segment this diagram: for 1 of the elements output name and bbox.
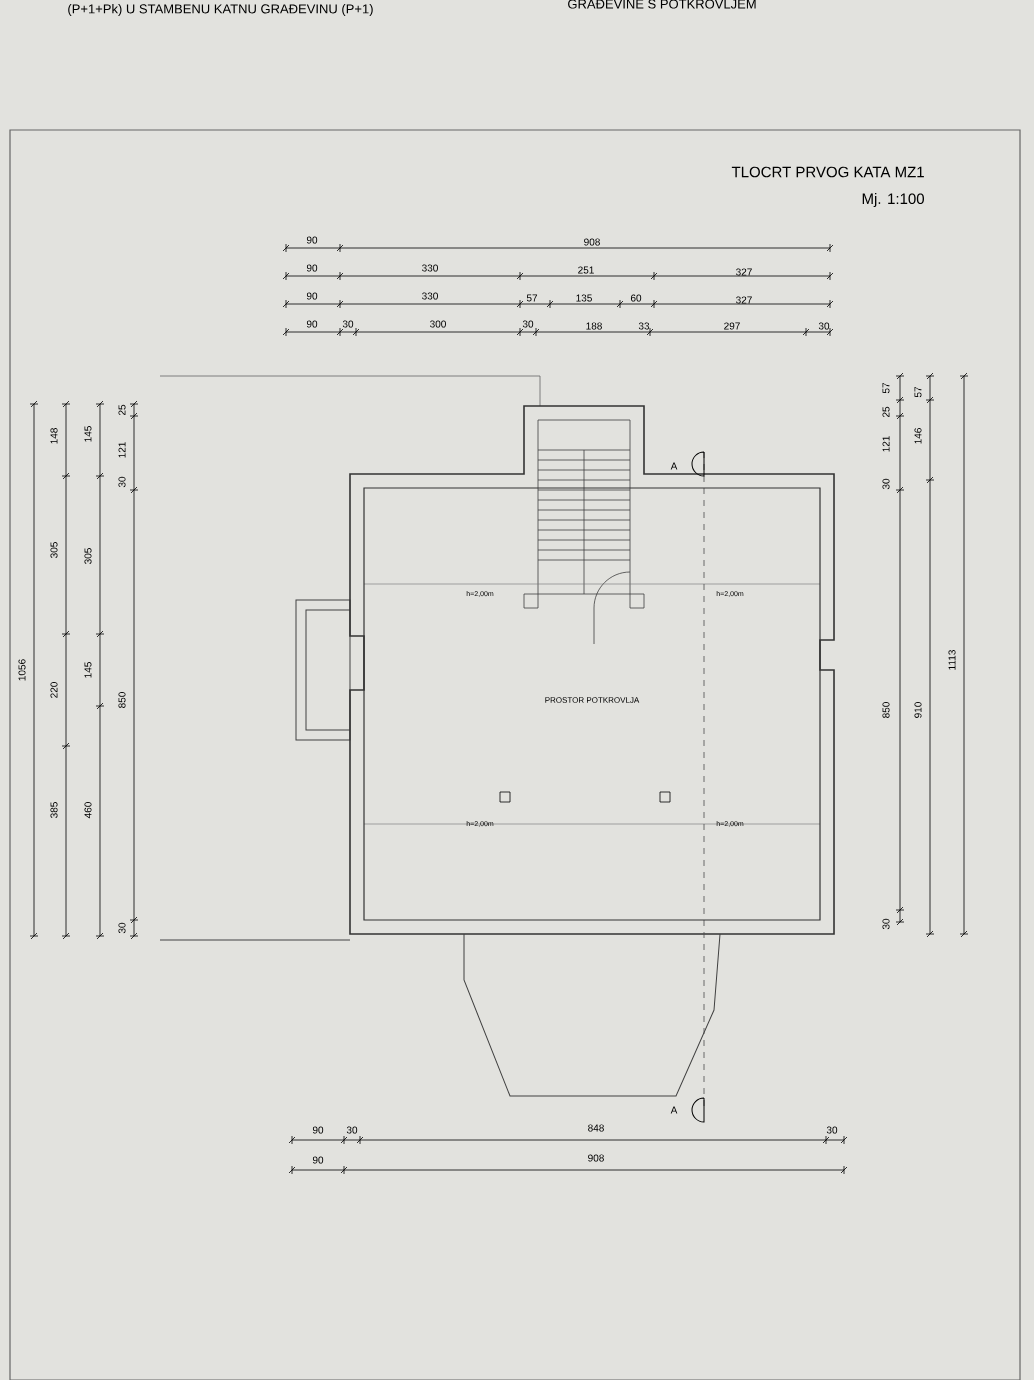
room-outline <box>363 487 821 921</box>
